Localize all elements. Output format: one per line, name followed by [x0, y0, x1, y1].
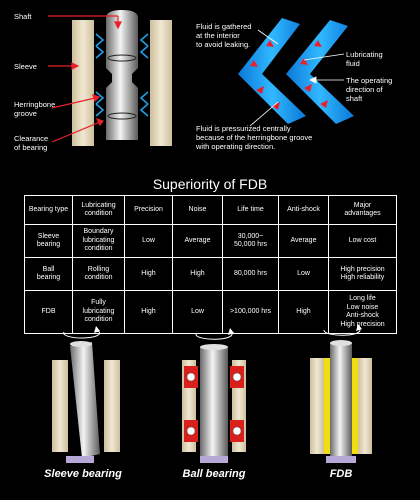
table-header-row: Bearing type Lubricating condition Preci… [24, 195, 397, 225]
callout-lines-right [249, 29, 345, 127]
label-operating-direction: The operating direction of shaft [346, 76, 393, 103]
shaft [106, 10, 138, 140]
table-row: FDB Fully lubricating condition High Low… [24, 290, 397, 334]
table-cell: High [124, 290, 173, 334]
label-lubricating-fluid: Lubricating fluid [346, 50, 383, 68]
label-shaft: Shaft [14, 12, 32, 21]
callout-arrows-left [48, 15, 122, 143]
ball-bearing-diagram [182, 328, 246, 463]
table-cell: 30,000~ 50,000 hrs [222, 224, 279, 258]
table-cell: FDB [24, 290, 73, 334]
pressure-arrows [250, 40, 328, 110]
herringbone-grooves-left [95, 33, 105, 117]
table-cell: Fully lubricating condition [72, 290, 125, 334]
label-fluid-pressurized: Fluid is pressurized centrally because o… [196, 124, 313, 151]
table-cell: >100,000 hrs [222, 290, 279, 334]
table-cell: High [172, 257, 223, 291]
header-precision: Precision [124, 195, 173, 225]
table-cell: Long life Low noise Anti-shock High prec… [328, 290, 397, 334]
header-life-time: Life time [222, 195, 279, 225]
table-cell: High [278, 290, 329, 334]
caption-fdb: FDB [329, 468, 353, 480]
comparison-table: Bearing type Lubricating condition Preci… [24, 195, 397, 334]
label-sleeve: Sleeve [14, 62, 37, 71]
sleeve-bearing-diagram [52, 326, 120, 463]
label-clearance: Clearance of bearing [14, 134, 49, 152]
header-lubricating-condition: Lubricating condition [72, 195, 125, 225]
fdb-diagram [310, 324, 372, 463]
table-cell: Low [172, 290, 223, 334]
table-cell: Average [172, 224, 223, 258]
table-cell: High precision High reliability [328, 257, 397, 291]
table-cell: Sleeve bearing [24, 224, 73, 258]
header-bearing-type: Bearing type [24, 195, 73, 225]
table-cell: 80,000 hrs [222, 257, 279, 291]
table-cell: Low [124, 224, 173, 258]
caption-ball-bearing: Ball bearing [182, 468, 246, 480]
table-cell: Low cost [328, 224, 397, 258]
label-fluid-gathered: Fluid is gathered at the interior to avo… [196, 22, 252, 49]
rotation-arrows [107, 54, 137, 120]
table-cell: Low [278, 257, 329, 291]
table-cell: Rolling condition [72, 257, 125, 291]
caption-sleeve-bearing: Sleeve bearing [44, 468, 122, 480]
header-major-advantages: Major advantages [328, 195, 397, 225]
section-title: Superiority of FDB [152, 176, 268, 192]
header-anti-shock: Anti-shock [278, 195, 329, 225]
table-cell: Boundary lubricating condition [72, 224, 125, 258]
table-cell: Ball bearing [24, 257, 73, 291]
sleeve-left [72, 20, 94, 146]
label-herringbone-groove: Herringbone groove [14, 100, 56, 118]
table-row: Ball bearing Rolling condition High High… [24, 257, 397, 291]
herringbone-grooves-right [139, 33, 149, 117]
table-cell: Average [278, 224, 329, 258]
header-noise: Noise [172, 195, 223, 225]
herringbone-chevron [238, 18, 354, 124]
sleeve-right [150, 20, 172, 146]
table-row: Sleeve bearing Boundary lubricating cond… [24, 224, 397, 258]
table-cell: High [124, 257, 173, 291]
